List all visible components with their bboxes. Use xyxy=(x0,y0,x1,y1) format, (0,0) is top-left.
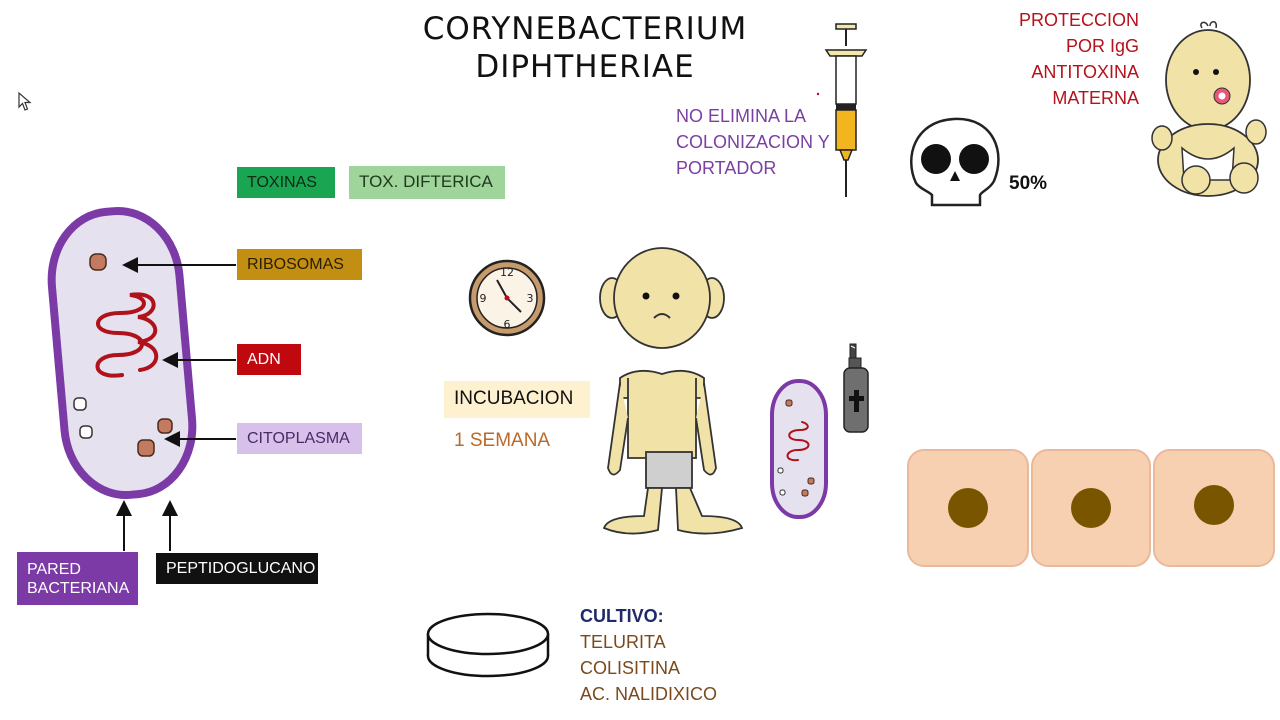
incubacion-tag: INCUBACION xyxy=(444,381,590,418)
culture-item: COLISITINA xyxy=(580,658,681,678)
protection-line-1: PROTECCION xyxy=(1018,10,1139,30)
pared-label-line-2: BACTERIANA xyxy=(27,580,130,598)
title-line-1: CORYNEBACTERIUM xyxy=(422,11,748,47)
pared-bacteriana-tag: PARED BACTERIANA xyxy=(17,552,138,605)
clock-number-9: 9 xyxy=(480,292,487,305)
cell-nucleus xyxy=(1071,488,1111,528)
vaccine-note: NO ELIMINA LA COLONIZACION Y PORTADOR xyxy=(676,103,830,181)
ribosome-icon xyxy=(137,439,155,457)
protection-line-3: ANTITOXINA xyxy=(1031,62,1139,82)
vaccine-note-line-2: COLONIZACION Y xyxy=(676,132,830,152)
toxin-spray-icon xyxy=(843,343,869,433)
tox-difterica-tag: TOX. DIFTERICA xyxy=(349,166,505,199)
ribosome-icon xyxy=(89,253,107,271)
culture-item: TELURITA xyxy=(580,632,666,652)
mortality-percent: 50% xyxy=(1009,173,1048,194)
vaccine-note-line-3: PORTADOR xyxy=(676,158,777,178)
peptidoglucano-tag: PEPTIDOGLUCANO xyxy=(156,553,318,584)
protection-line-4: MATERNA xyxy=(1052,88,1139,108)
clock-number-6: 6 xyxy=(504,318,511,331)
culture-item: AC. NALIDIXICO xyxy=(580,684,718,704)
mouse-pointer-icon xyxy=(18,91,32,111)
incubation-period: 1 SEMANA xyxy=(454,430,551,451)
protection-line-2: POR IgG xyxy=(1065,36,1139,56)
tox-difterica-label: TOX. DIFTERICA xyxy=(359,172,493,192)
maternal-protection-note: PROTECCION POR IgG ANTITOXINA MATERNA xyxy=(1000,7,1139,111)
culture-heading: CULTIVO: xyxy=(580,606,664,626)
pared-label-line-1: PARED xyxy=(27,561,81,578)
citoplasma-label: CITOPLASMA xyxy=(247,429,350,447)
bacterium-diagram xyxy=(47,206,197,500)
clock-number-3: 3 xyxy=(527,292,534,305)
culture-list: CULTIVO: TELURITA COLISITINA AC. NALIDIX… xyxy=(580,603,717,707)
dna-strand-icon xyxy=(95,292,159,378)
petri-dish-icon xyxy=(426,612,550,678)
toxinas-tag: TOXINAS xyxy=(237,167,335,198)
toxinas-label: TOXINAS xyxy=(247,173,317,191)
ribosomas-tag: RIBOSOMAS xyxy=(237,249,362,280)
skull-icon xyxy=(910,117,1000,207)
cell-nucleus xyxy=(1194,485,1234,525)
clock-number-12: 12 xyxy=(500,266,514,279)
epithelial-cells xyxy=(907,449,1275,567)
adn-tag: ADN xyxy=(237,344,301,375)
syringe-icon xyxy=(816,23,868,197)
granule-icon xyxy=(79,425,93,439)
peptidoglucano-label: PEPTIDOGLUCANO xyxy=(166,559,316,577)
ribosomas-label: RIBOSOMAS xyxy=(247,255,344,273)
vaccine-note-line-1: NO ELIMINA LA xyxy=(676,106,807,126)
sick-child-icon xyxy=(599,247,744,535)
incubacion-label: INCUBACION xyxy=(454,388,574,410)
cell-nucleus xyxy=(948,488,988,528)
adn-label: ADN xyxy=(247,350,281,368)
granule-icon xyxy=(73,397,87,411)
baby-icon xyxy=(1151,21,1267,197)
citoplasma-tag: CITOPLASMA xyxy=(237,423,362,454)
title-line-2: DIPHTHERIAE xyxy=(475,49,695,85)
diagram-title: CORYNEBACTERIUM DIPHTHERIAE xyxy=(380,10,790,86)
small-bacterium-icon xyxy=(770,379,828,519)
clock-icon: 12 3 6 9 xyxy=(468,259,546,337)
